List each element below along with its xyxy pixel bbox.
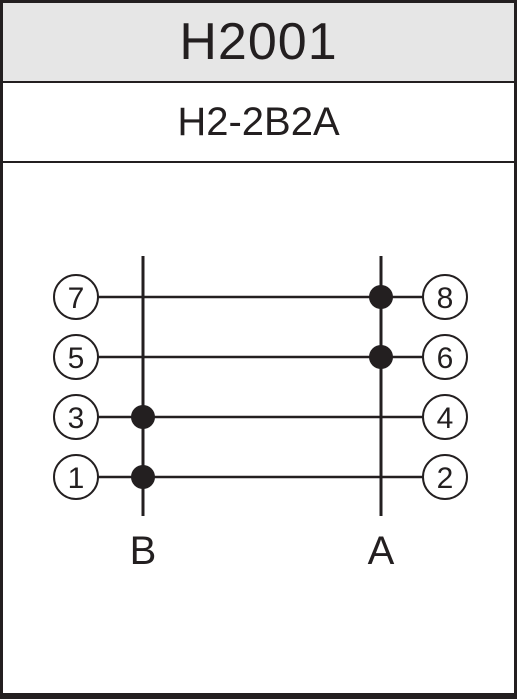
left-pin-circle <box>53 394 99 440</box>
left-pin-label: 5 <box>68 342 85 375</box>
right-pin-circle <box>422 394 468 440</box>
junction-dot <box>131 465 155 489</box>
right-pin-label: 4 <box>437 402 454 435</box>
title-bar: H2001 <box>3 3 514 83</box>
left-pin-circle <box>53 454 99 500</box>
right-pin-circle <box>422 454 468 500</box>
subtitle-bar: H2-2B2A <box>3 83 514 163</box>
right-pin-label: 2 <box>437 462 454 495</box>
left-pin-label: 7 <box>68 282 85 315</box>
right-pin-label: 6 <box>437 342 454 375</box>
junction-dot <box>369 285 393 309</box>
bus-b-label: B <box>130 529 157 573</box>
diagram-subtitle: H2-2B2A <box>177 99 340 144</box>
right-pin-circle <box>422 274 468 320</box>
junction-dot <box>131 405 155 429</box>
left-pin-label: 1 <box>68 462 85 495</box>
junction-dot <box>369 345 393 369</box>
right-pin-circle <box>422 334 468 380</box>
left-pin-circle <box>53 334 99 380</box>
left-pin-label: 3 <box>68 402 85 435</box>
left-pin-circle <box>53 274 99 320</box>
right-pin-label: 8 <box>437 282 454 315</box>
bus-a-label: A <box>368 529 395 573</box>
diagram-title: H2001 <box>179 13 338 71</box>
